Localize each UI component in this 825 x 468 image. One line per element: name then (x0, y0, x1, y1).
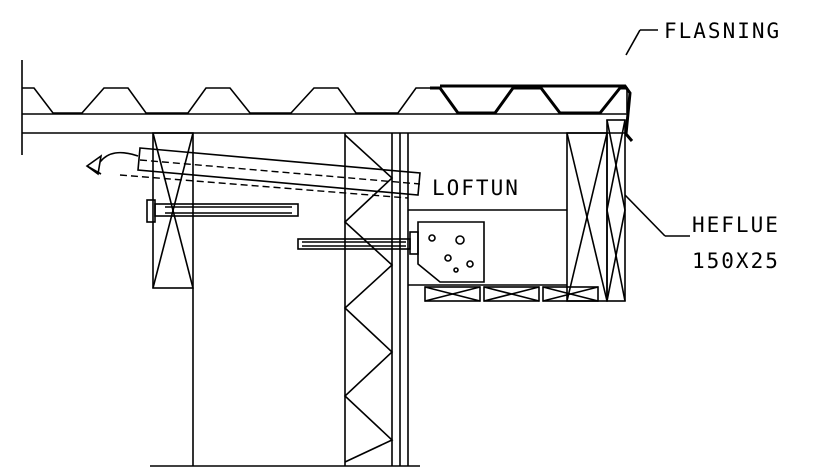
joist (408, 209, 567, 286)
flashing: FLASNING (440, 19, 781, 142)
flashing-label: FLASNING (664, 19, 781, 43)
ventilation-channel: LOFTUN (85, 147, 520, 200)
joist-hanger-plate (417, 221, 485, 283)
roof-deck (21, 60, 627, 155)
ventilation-label: LOFTUN (432, 176, 520, 200)
corrugated-roof-sheet (22, 86, 628, 115)
blocking (424, 286, 599, 302)
fascia-label-line2: 150X25 (692, 249, 780, 273)
fascia-label-line1: HEFLUE (692, 213, 780, 237)
fascia-board: HEFLUE 150X25 (606, 119, 780, 302)
bolt-upper (146, 199, 299, 223)
wall-plate-left (152, 132, 194, 289)
rim-board (566, 132, 608, 302)
bolt-lower (297, 231, 419, 255)
